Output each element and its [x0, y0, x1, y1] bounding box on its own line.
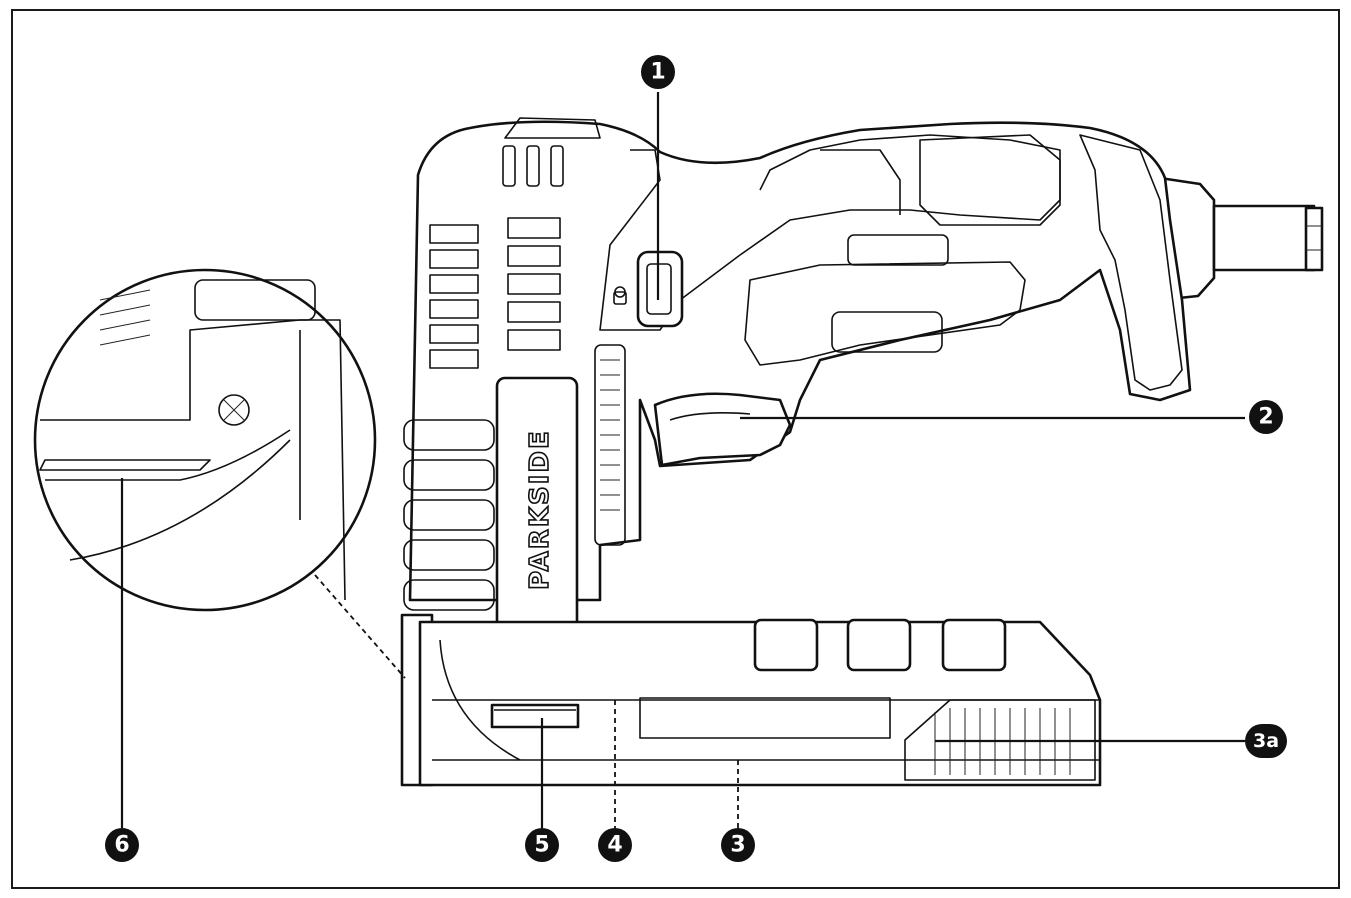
trigger: [653, 392, 792, 467]
callout-1: 1: [641, 55, 675, 89]
callout-3-label: 3: [730, 833, 745, 858]
diagram-frame: [11, 9, 1340, 889]
safety-lock-switch: [613, 250, 684, 328]
callout-2: 2: [1249, 400, 1283, 434]
callout-3a: 3a: [1245, 724, 1287, 758]
magazine: [400, 613, 1102, 787]
tool-housing: PARKSIDE ///: [403, 117, 1192, 672]
power-cable: [1158, 176, 1324, 302]
callout-4-label: 4: [607, 833, 622, 858]
side-ribs: [403, 419, 495, 611]
callout-6: 6: [105, 828, 139, 862]
callout-3: 3: [721, 828, 755, 862]
magnifier-pointer: [314, 574, 406, 679]
callout-5-label: 5: [534, 833, 549, 858]
grip-strip: [594, 344, 626, 546]
callout-5: 5: [525, 828, 559, 862]
callout-1-label: 1: [650, 60, 665, 85]
leader-lines: [120, 92, 1245, 828]
detail-magnifier: [33, 268, 377, 612]
callout-6-label: 6: [114, 833, 129, 858]
body-vent-slots: [429, 217, 561, 369]
brand-text: PARKSIDE: [525, 429, 555, 590]
callout-3a-label: 3a: [1253, 730, 1279, 752]
callout-2-label: 2: [1258, 405, 1273, 430]
fill-level-window: [490, 703, 580, 729]
callout-4: 4: [598, 828, 632, 862]
